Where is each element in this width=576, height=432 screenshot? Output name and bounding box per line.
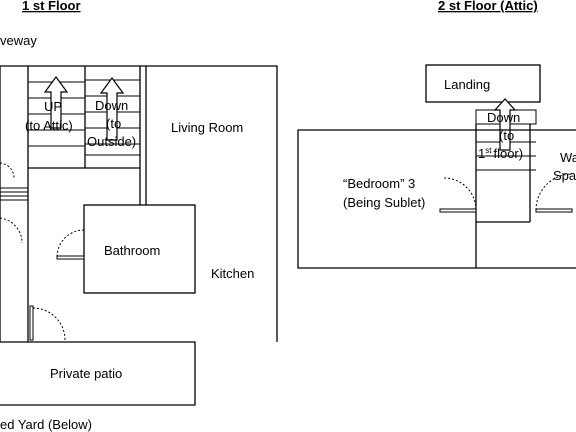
- attic-stairs-to: (to: [499, 128, 514, 143]
- attic-stairs-down-label: Down: [487, 110, 520, 125]
- bedroom-door: [439, 208, 477, 213]
- hall-door-swing: [0, 217, 23, 244]
- walk-space-label-2: Spa: [553, 168, 576, 183]
- driveway-label: veway: [0, 33, 37, 48]
- first-floor-outer-wall: [0, 65, 278, 342]
- stairs-down-destination: Outside): [87, 134, 136, 149]
- first-floor-plan: UP (to Attic) Down (to Outside) Living R…: [0, 65, 278, 432]
- bedroom-door-swing: [443, 177, 477, 211]
- private-patio: [0, 341, 196, 406]
- stairwell: UP (to Attic) Down (to Outside): [25, 66, 147, 205]
- bathroom-door: [56, 255, 85, 260]
- attic-outer-wall: [297, 129, 576, 269]
- side-window: [0, 187, 28, 201]
- walk-space-door: [535, 208, 573, 213]
- stairs-up-label: UP: [44, 99, 62, 114]
- entry-door-swing: [0, 162, 15, 179]
- landing-room: [425, 64, 541, 103]
- bathroom-door-swing: [56, 229, 85, 258]
- bathroom-room: [83, 204, 196, 294]
- attic-floor-heading: 2 st Floor (Attic): [438, 0, 538, 13]
- patio-door: [29, 305, 34, 341]
- stairs-up-arrow-icon: [43, 75, 69, 129]
- patio-door-swing: [32, 307, 66, 341]
- yard-label: ed Yard (Below): [0, 417, 92, 432]
- kitchen-label: Kitchen: [211, 266, 254, 281]
- living-room-label: Living Room: [171, 120, 243, 135]
- stairs-up-destination: (to Attic): [25, 118, 73, 133]
- stairs-down-arrow-icon: [99, 76, 125, 141]
- bathroom-label: Bathroom: [104, 243, 160, 258]
- landing-label: Landing: [444, 77, 490, 92]
- walk-space-label: Wal: [560, 150, 576, 165]
- attic-stairs-down-arrow-icon: [493, 98, 517, 151]
- stairs-down-label: Down: [95, 98, 128, 113]
- walk-space-door-swing: [535, 173, 573, 211]
- private-patio-label: Private patio: [50, 366, 122, 381]
- first-floor-heading: 1 st Floor: [22, 0, 81, 13]
- bedroom-status-label: (Being Sublet): [343, 195, 425, 210]
- bedroom-label: “Bedroom” 3: [343, 176, 415, 191]
- stairs-down-to: (to: [106, 116, 121, 131]
